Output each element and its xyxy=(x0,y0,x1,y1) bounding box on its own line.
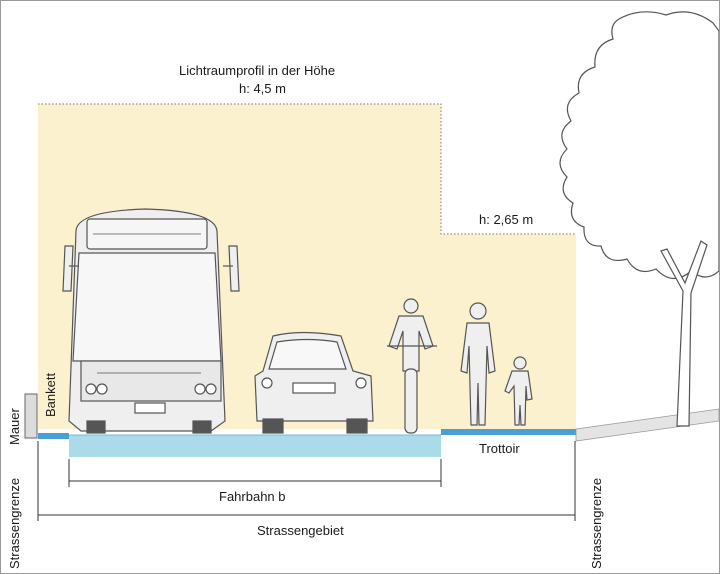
bus-icon xyxy=(62,208,240,434)
fahrbahn-label: Fahrbahn b xyxy=(219,489,286,504)
pedestrian-adult-icon xyxy=(460,302,496,426)
strassengrenze-left-label: Strassengrenze xyxy=(7,477,22,569)
profile-height-main: h: 4,5 m xyxy=(239,81,286,96)
dimension-lines xyxy=(37,441,576,521)
trottoir-strip xyxy=(441,429,576,435)
bankett-strip xyxy=(38,433,69,439)
trottoir-label: Trottoir xyxy=(479,441,520,456)
car-icon xyxy=(254,331,374,434)
profile-title: Lichtraumprofil in der Höhe xyxy=(179,63,336,78)
pedestrian-child-icon xyxy=(504,356,533,426)
profile-height-sidewalk: h: 2,65 m xyxy=(479,212,534,227)
tree-icon xyxy=(559,11,719,427)
strassengebiet-label: Strassengebiet xyxy=(257,523,344,538)
mauer-label: Mauer xyxy=(7,408,22,445)
wall-icon xyxy=(24,393,38,439)
strassengrenze-right-label: Strassengrenze xyxy=(589,477,604,569)
road-surface xyxy=(69,435,441,457)
bankett-label: Bankett xyxy=(43,372,58,417)
cyclist-icon xyxy=(387,298,437,434)
terrain-slope xyxy=(575,408,719,442)
